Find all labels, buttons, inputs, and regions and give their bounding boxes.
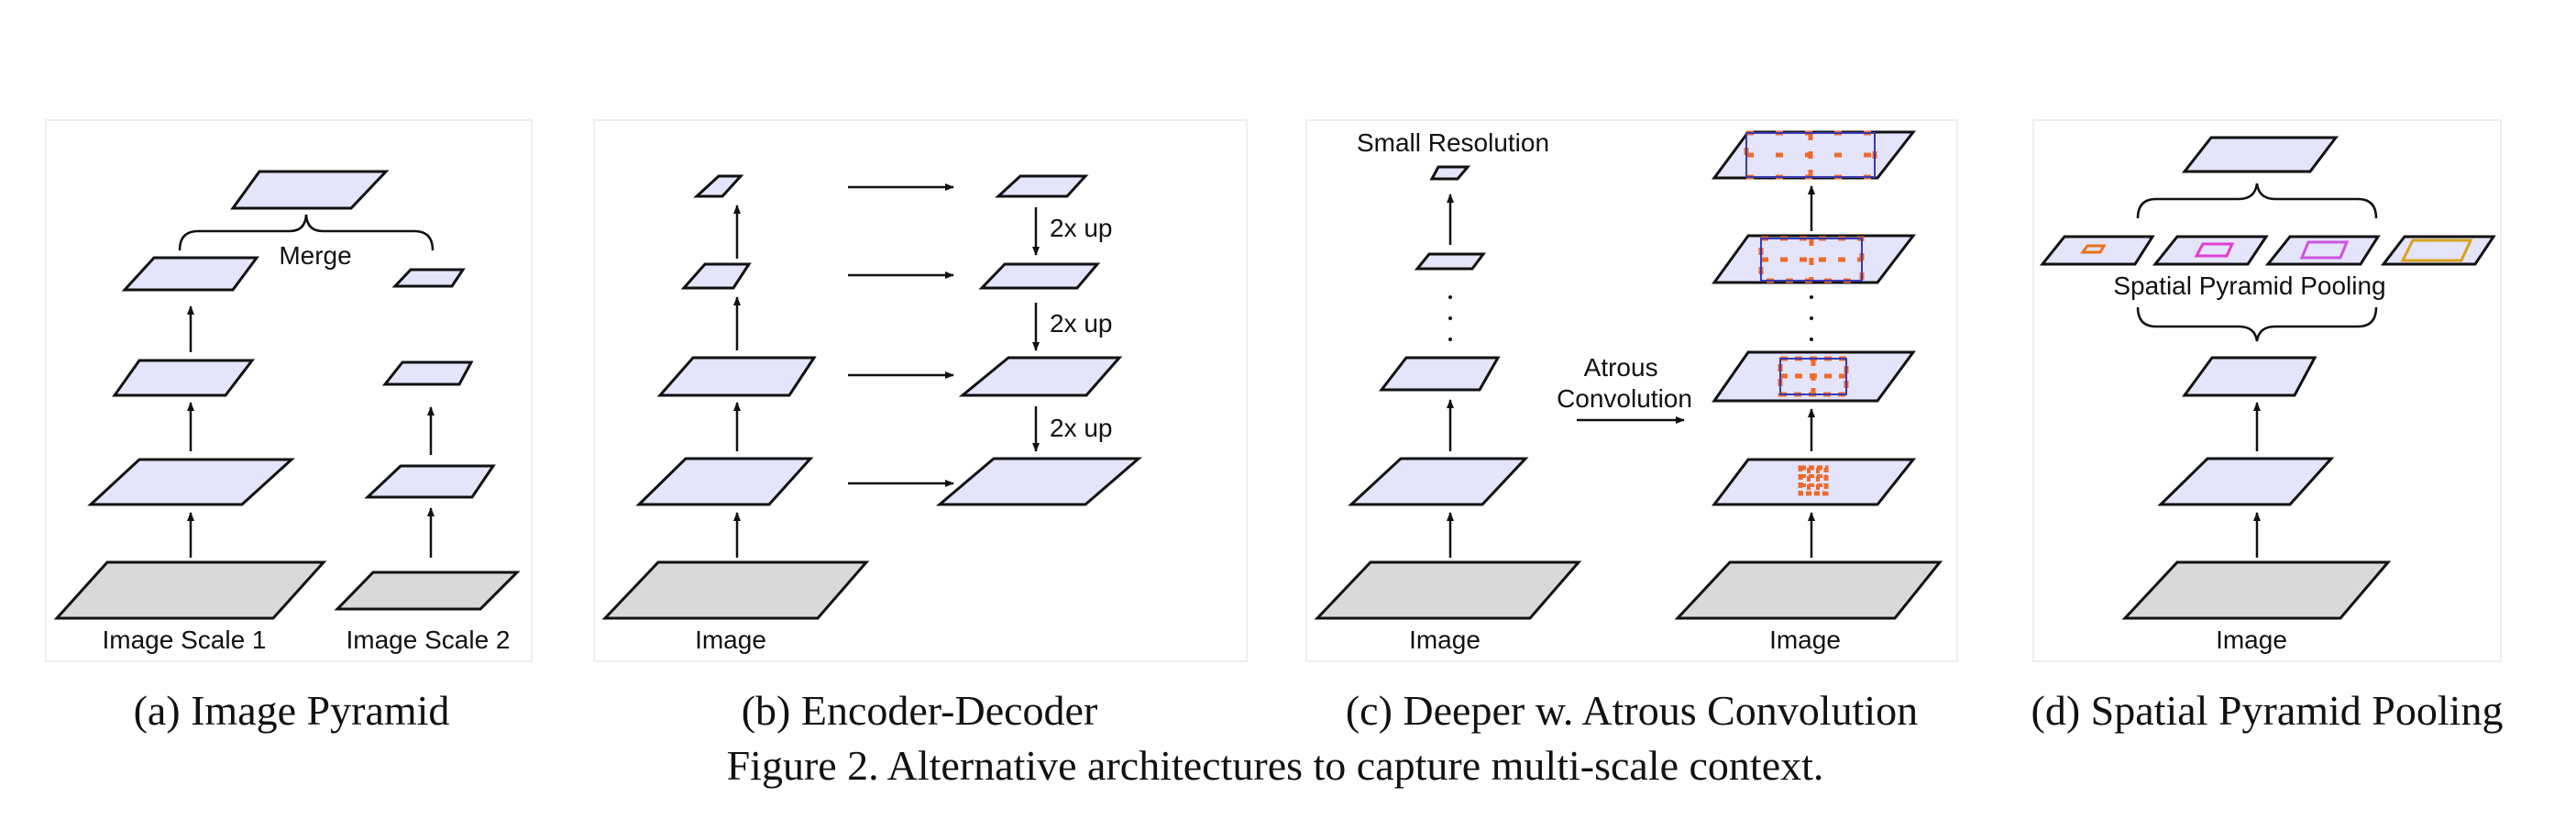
decoder-map <box>978 262 1101 290</box>
upsample-label: 2x up <box>1050 414 1113 442</box>
panel-encoder-decoder: 2x up 2x up 2x up Image <box>601 174 1143 654</box>
input-image-plane <box>601 560 870 620</box>
feature-map <box>87 458 295 506</box>
pooling-branch-map <box>2152 235 2269 266</box>
feature-map <box>364 464 496 499</box>
decoder-map <box>995 174 1089 198</box>
subfigure-caption: (b) Encoder-Decoder <box>742 687 1098 734</box>
input-image-plane <box>2121 560 2392 620</box>
merge-label: Merge <box>279 241 351 270</box>
pooling-window <box>2194 242 2235 258</box>
subfigure-caption: (d) Spatial Pyramid Pooling <box>2031 687 2504 734</box>
panel-a-frame <box>45 119 533 662</box>
image-label: Image <box>1769 626 1841 654</box>
panel-c-frame <box>1305 119 1958 662</box>
image-scale-1-plane <box>53 560 327 620</box>
spp-lower-brace <box>2136 306 2378 342</box>
atrous-kernel-outline <box>1745 132 1876 178</box>
upsample-label: 2x up <box>1050 214 1113 242</box>
feature-map <box>2157 457 2335 506</box>
pooling-branch-map <box>2264 235 2381 266</box>
panel-spatial-pyramid-pooling: Spatial Pyramid Pooling Image <box>2039 136 2496 654</box>
merge-brace <box>178 214 435 251</box>
image-label: Image <box>2216 626 2287 654</box>
feature-map <box>112 359 256 397</box>
ellipsis-dot <box>1448 338 1452 341</box>
encoder-map <box>680 262 752 290</box>
ellipsis-dot <box>1810 316 1813 320</box>
feature-map <box>1378 356 1501 392</box>
panel-d-frame <box>2032 119 2502 662</box>
feature-map <box>2182 356 2317 397</box>
pooling-window <box>2080 244 2107 254</box>
feature-map <box>391 268 466 288</box>
pooling-window <box>2400 238 2473 262</box>
decoder-map <box>958 356 1123 397</box>
atrous-kernel-outline <box>1760 238 1863 282</box>
feature-map <box>121 256 259 292</box>
feature-map <box>381 360 474 386</box>
feature-map <box>1429 165 1471 181</box>
subfigure-caption: (c) Deeper w. Atrous Convolution <box>1346 687 1918 734</box>
atrous-kernel-outline <box>1779 358 1847 395</box>
small-resolution-label: Small Resolution <box>1357 128 1549 157</box>
input-image-plane <box>1314 560 1582 620</box>
feature-map <box>1348 457 1529 506</box>
encoder-map <box>693 174 744 198</box>
image-scale-2-label: Image Scale 2 <box>347 626 511 654</box>
input-image-plane <box>1674 560 1943 620</box>
feature-map <box>1414 252 1486 271</box>
ellipsis-dot <box>1448 295 1452 299</box>
panel-atrous-convolution: Small Resolution Atrous Convolution <box>1314 128 1943 654</box>
encoder-map <box>635 457 814 506</box>
atrous-convolution-label: Atrous Convolution <box>1557 353 1692 413</box>
upsample-label: 2x up <box>1050 309 1113 338</box>
subfigure-caption: (a) Image Pyramid <box>134 687 450 734</box>
spp-label: Spatial Pyramid Pooling <box>2113 271 2385 300</box>
ellipsis-dot <box>1810 295 1813 299</box>
ellipsis-dot <box>1448 316 1452 320</box>
encoder-map <box>656 356 817 397</box>
merged-output-map <box>230 170 390 210</box>
decoder-map <box>935 457 1143 506</box>
ellipsis-dot <box>1810 338 1813 341</box>
atrous-kernel-rate-1 <box>1798 465 1829 496</box>
image-scale-2-plane <box>334 571 521 611</box>
panel-image-pyramid: Merge Image Scale 1 Image Scale 2 <box>53 170 521 654</box>
spp-upper-brace <box>2136 183 2378 219</box>
output-map <box>2181 136 2339 173</box>
figure-caption: Figure 2. Alternative architectures to c… <box>727 742 1824 789</box>
atrous-feature-map <box>1711 458 1917 506</box>
image-label: Image <box>1409 626 1481 654</box>
pooling-window <box>2299 240 2350 260</box>
panel-b-frame <box>593 119 1248 662</box>
image-scale-1-label: Image Scale 1 <box>103 626 267 654</box>
pooling-branch-map <box>2039 235 2155 266</box>
image-label: Image <box>695 626 766 654</box>
